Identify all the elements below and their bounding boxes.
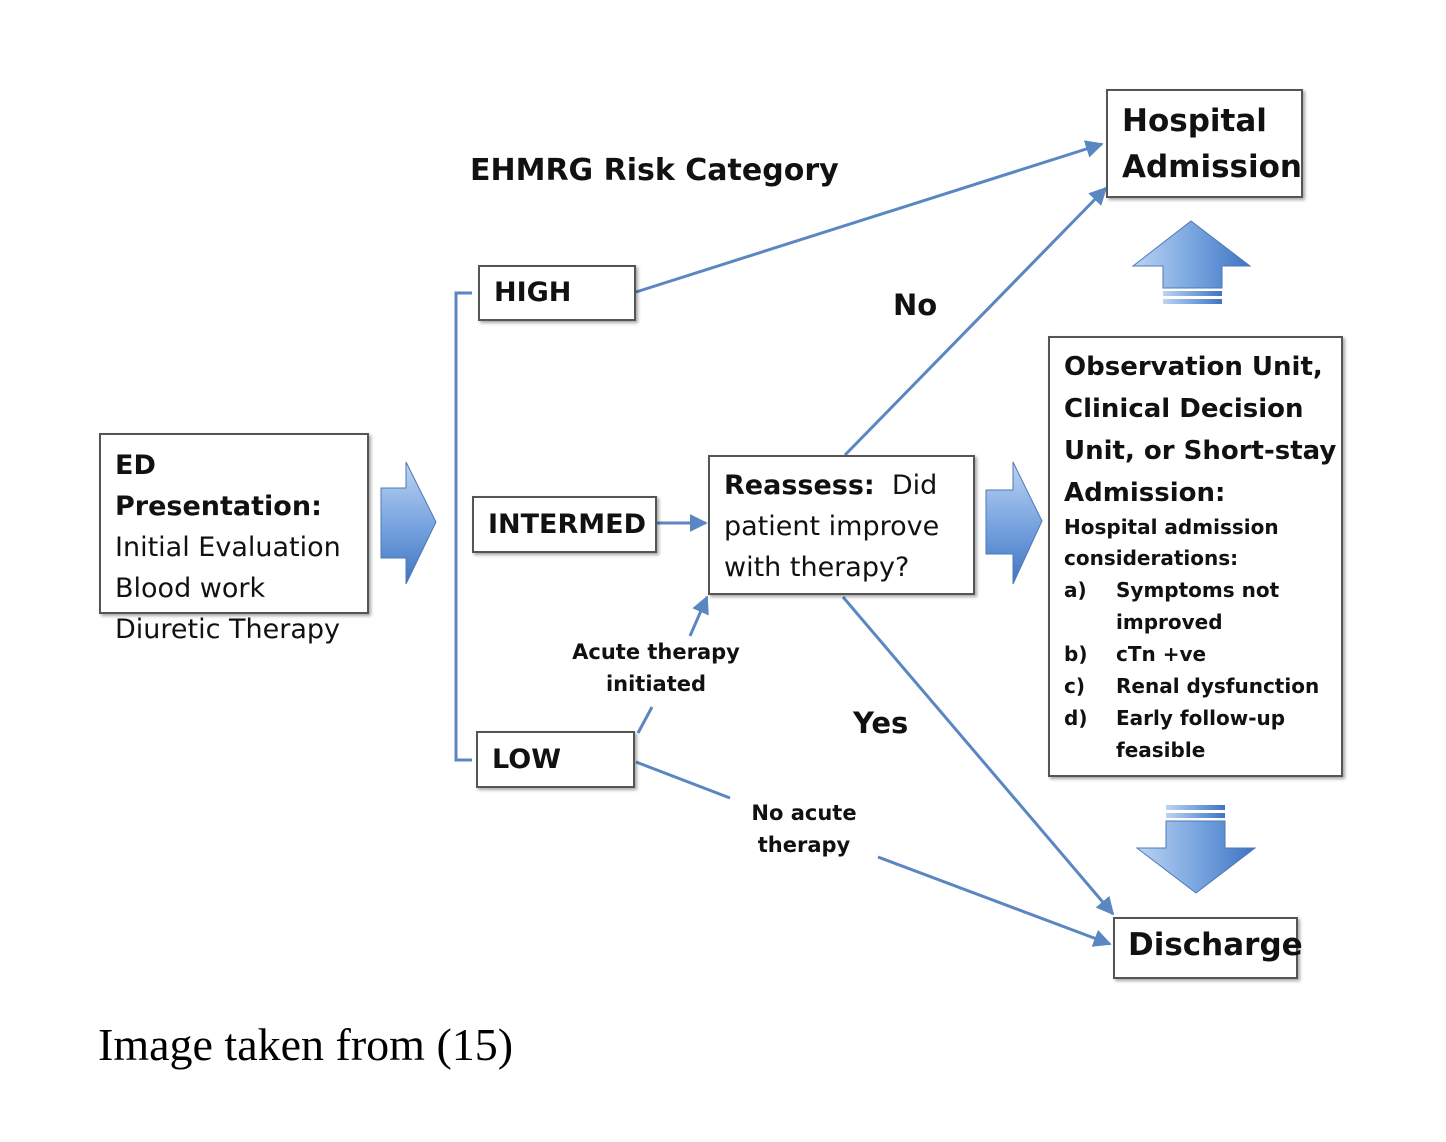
block-arrow-up — [1131, 220, 1252, 304]
risk-title-line1: EHMRG Risk — [470, 153, 675, 188]
edge-label-no: No — [893, 288, 938, 322]
block-arrow-reassess-right — [985, 461, 1043, 585]
considerations-line1: Hospital admission — [1064, 515, 1279, 539]
edge-label-no-acute-therapy: No acute therapy — [738, 797, 870, 861]
block-arrow-down — [1135, 805, 1257, 894]
item-marker: d) — [1064, 706, 1088, 730]
item-text: improved — [1116, 610, 1223, 634]
risk-high-box: HIGH — [478, 265, 636, 321]
observation-heading: Observation Unit, Clinical Decision Unit… — [1064, 346, 1341, 514]
considerations-list: a) Symptoms not improved b) cTn +ve c) R… — [1064, 574, 1341, 766]
arrow-acute-to-reassess — [688, 595, 709, 637]
item-text: Symptoms not — [1116, 578, 1280, 602]
risk-low-box: LOW — [476, 731, 635, 788]
ed-heading: ED Presentation: — [115, 450, 322, 522]
ed-line-diuretic: Diuretic Therapy — [115, 614, 341, 645]
consideration-item: a) Symptoms not improved — [1064, 574, 1341, 638]
reassess-line2: patient improve — [724, 511, 940, 542]
considerations-label: Hospital admission considerations: — [1064, 512, 1341, 574]
acute-line1: Acute therapy — [572, 640, 740, 664]
reassess-line3: with therapy? — [724, 552, 910, 583]
discharge-label: Discharge — [1128, 927, 1303, 963]
reassess-heading: Reassess: — [724, 470, 875, 501]
observation-heading-line3: Unit, or Short-stay — [1064, 436, 1337, 466]
edge-label-yes: Yes — [853, 706, 909, 740]
arrow-low-to-no-acute — [635, 760, 731, 800]
item-text: feasible — [1116, 738, 1206, 762]
arrow-reassess-no-to-admission — [843, 186, 1108, 457]
considerations-line2: considerations: — [1064, 546, 1239, 570]
ed-line-blood: Blood work — [115, 573, 266, 604]
reassess-did: Did — [891, 470, 938, 501]
observation-heading-line2: Clinical Decision — [1064, 394, 1304, 424]
item-marker: b) — [1064, 642, 1088, 666]
edge-label-acute-therapy: Acute therapy initiated — [566, 636, 746, 700]
risk-bracket — [454, 291, 472, 762]
hospital-admission-box: Hospital Admission — [1106, 89, 1303, 198]
risk-intermed-box: INTERMED — [472, 496, 657, 553]
ed-line-initial: Initial Evaluation — [115, 532, 341, 563]
item-marker: a) — [1064, 578, 1087, 602]
block-arrow-ed-right — [380, 461, 437, 585]
consideration-item: d) Early follow-up feasible — [1064, 702, 1341, 766]
figure-caption: Image taken from (15) — [98, 1019, 514, 1070]
risk-intermed-label: INTERMED — [488, 509, 647, 540]
item-text: Renal dysfunction — [1116, 674, 1320, 698]
consideration-item: b) cTn +ve — [1064, 638, 1341, 670]
risk-low-label: LOW — [492, 744, 561, 775]
consideration-item: c) Renal dysfunction — [1064, 670, 1341, 702]
admission-line1: Hospital — [1122, 103, 1267, 139]
arrow-low-to-reassess — [636, 706, 654, 734]
ed-presentation-box: ED Presentation: Initial Evaluation Bloo… — [99, 433, 369, 645]
no-acute-line2: therapy — [757, 833, 851, 857]
item-marker: c) — [1064, 674, 1085, 698]
arrow-reassess-yes-to-discharge — [841, 596, 1115, 916]
acute-line2: initiated — [605, 672, 707, 696]
risk-high-label: HIGH — [494, 277, 572, 308]
admission-line2: Admission — [1122, 149, 1303, 185]
observation-heading-line1: Observation Unit, — [1064, 352, 1323, 382]
arrow-high-to-admission — [635, 140, 1104, 294]
risk-category-title: EHMRG Risk Category — [470, 148, 839, 194]
item-text: cTn +ve — [1116, 642, 1207, 666]
observation-heading-line4: Admission: — [1064, 478, 1226, 508]
no-acute-line1: No acute — [751, 801, 857, 825]
observation-box: Observation Unit, Clinical Decision Unit… — [1048, 336, 1343, 777]
reassess-box: Reassess: Did patient improve with thera… — [708, 455, 975, 595]
discharge-box: Discharge — [1113, 917, 1303, 979]
item-text: Early follow-up — [1116, 706, 1286, 730]
risk-title-line2: Category — [685, 153, 839, 188]
arrow-no-acute-to-discharge — [877, 855, 1112, 947]
